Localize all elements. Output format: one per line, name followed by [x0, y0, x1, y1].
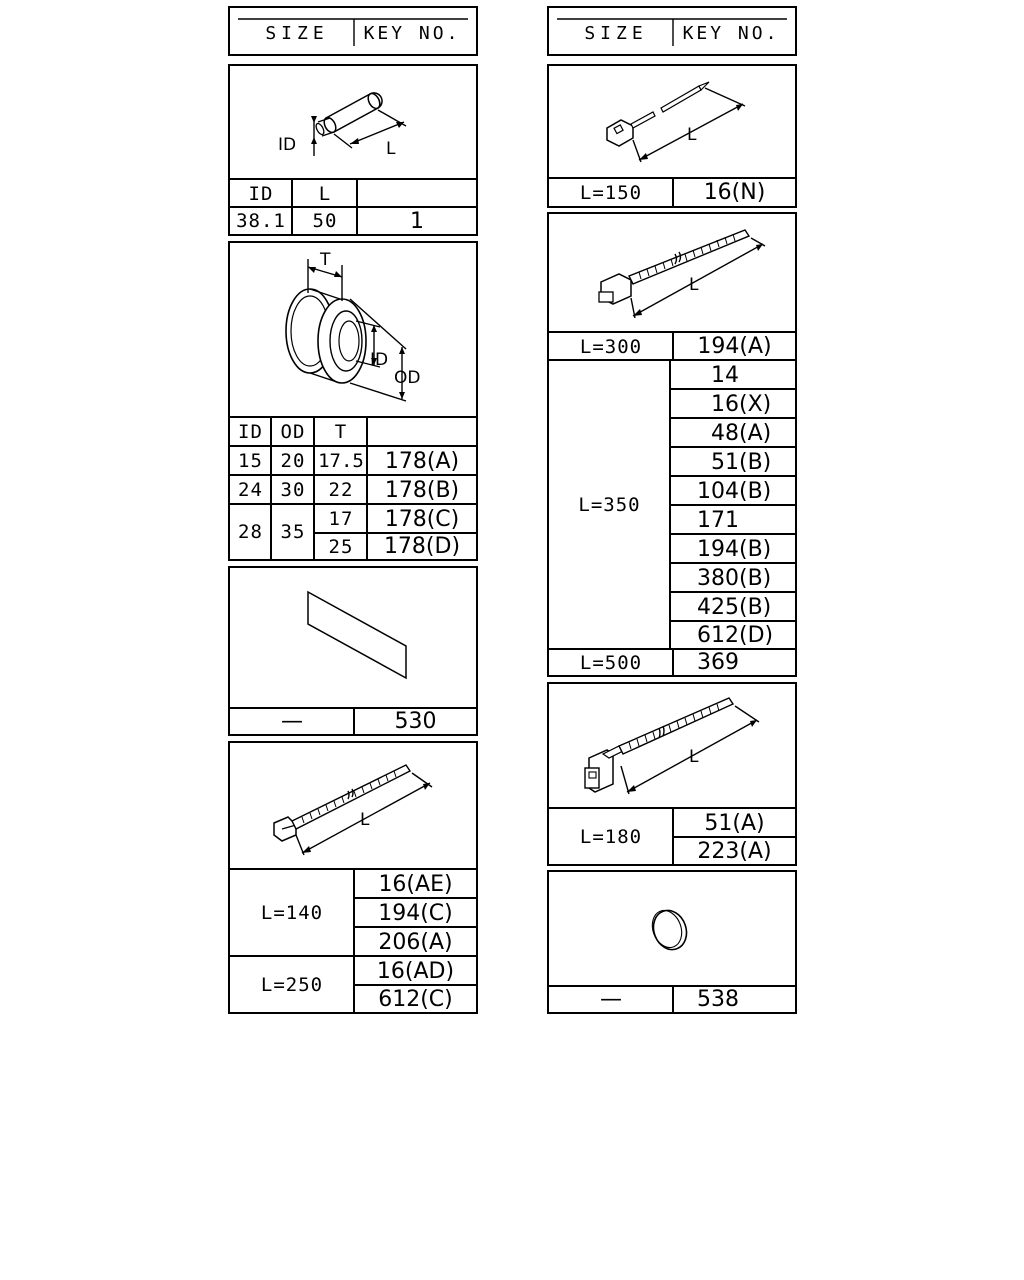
mount-band-key: 223(A)	[697, 838, 772, 864]
left-header-lines	[238, 18, 468, 46]
band-clip-size-140: L=140	[260, 902, 324, 924]
grommet-id-label: ID	[370, 350, 388, 370]
sheet-key: 530	[394, 709, 437, 734]
pipe-l-label: L	[386, 139, 396, 159]
right-header: SIZE KEY NO.	[547, 6, 797, 56]
band-clip-table-lines	[230, 868, 476, 1012]
grommet-row2-id: 24	[238, 479, 263, 501]
sheet-illustration	[307, 590, 407, 680]
band-key: 612(D)	[697, 623, 774, 648]
band-clip-illustration: L	[273, 764, 433, 856]
grommet-row4-key: 178(D)	[383, 534, 461, 559]
small-band-table-lines	[549, 177, 795, 206]
left-header-size: SIZE	[265, 22, 329, 44]
pipe-id-label: ID	[278, 135, 296, 155]
band-clip-key: 194(C)	[378, 900, 453, 926]
pipe-l-value: 50	[312, 210, 338, 232]
grommet-row3-key: 178(C)	[384, 506, 460, 532]
sheet-size: —	[281, 709, 303, 734]
band-clip-part-box: L L=140 16(AE) 194(C) 206(A) L=250 16(AD…	[228, 741, 478, 1014]
grommet-row3-od: 35	[280, 521, 306, 543]
band-size-500: L=500	[579, 651, 643, 674]
band-key: 380(B)	[697, 565, 772, 591]
band-part-box: L L=300 194(A) L=350 14 16(X) 48(A) 51(B…	[547, 212, 797, 677]
grommet-row1-t: 17.5	[318, 450, 364, 472]
grommet-table-lines	[230, 416, 476, 559]
band-table-lines	[549, 331, 795, 675]
small-band-size: L=150	[579, 181, 643, 204]
mount-band-table-lines	[549, 807, 795, 864]
band-clip-key: 16(AE)	[378, 871, 453, 897]
grommet-row1-od: 20	[280, 450, 306, 472]
band-key: 48(A)	[711, 420, 772, 446]
band-key: 194(A)	[697, 334, 772, 359]
band-key: 369	[697, 650, 739, 675]
pipe-part-box: ID L ID L 38.1 50 1	[228, 64, 478, 236]
band-clip-l-label: L	[360, 810, 370, 830]
mount-band-l-label: L	[689, 747, 699, 767]
pipe-col-l: L	[318, 182, 332, 205]
grommet-part-box: T ID OD ID OD T 15 20 17.5 178(A) 24 30 …	[228, 241, 478, 561]
band-clip-size-250: L=250	[260, 973, 324, 996]
small-band-l-label: L	[687, 125, 697, 145]
cap-table-lines	[549, 985, 795, 1012]
mount-band-size: L=180	[579, 825, 643, 848]
cap-key: 538	[697, 987, 739, 1012]
band-key: 14	[711, 362, 739, 388]
band-key: 425(B)	[697, 594, 772, 620]
grommet-row2-t: 22	[328, 479, 354, 501]
grommet-row1-id: 15	[238, 450, 263, 472]
pipe-illustration: ID L	[278, 92, 407, 159]
band-l-label: L	[689, 275, 699, 295]
pipe-table-lines	[230, 178, 476, 234]
grommet-col-key	[368, 418, 476, 446]
small-band-key: 16(N)	[703, 180, 766, 205]
band-size-300: L=300	[579, 335, 643, 358]
band-clip-key: 16(AD)	[376, 958, 455, 984]
grommet-row4-t: 25	[328, 535, 354, 558]
grommet-col-od: OD	[280, 421, 306, 443]
right-header-lines	[557, 18, 787, 46]
grommet-row3-id: 28	[238, 521, 263, 543]
band-key: 16(X)	[711, 391, 772, 417]
pipe-col-id: ID	[248, 182, 274, 205]
cap-size: —	[600, 987, 622, 1012]
band-illustration: L	[598, 229, 766, 319]
grommet-col-id: ID	[238, 421, 263, 443]
band-clip-key: 206(A)	[378, 929, 453, 955]
band-size-350: L=350	[578, 494, 641, 516]
band-clip-key: 612(C)	[378, 986, 453, 1012]
band-key: 194(B)	[697, 536, 772, 562]
sheet-part-box: — 530	[228, 566, 478, 736]
cap-illustration	[651, 909, 688, 951]
grommet-row2-od: 30	[280, 479, 306, 501]
pipe-key-value: 1	[410, 208, 424, 234]
small-band-part-box: L L=150 16(N)	[547, 64, 797, 208]
mount-band-part-box: L L=180 51(A) 223(A)	[547, 682, 797, 866]
grommet-illustration: T ID OD	[285, 250, 420, 402]
band-key: 104(B)	[697, 478, 772, 504]
cap-part-box: — 538	[547, 870, 797, 1014]
pipe-id-value: 38.1	[236, 210, 286, 232]
right-header-size: SIZE	[584, 22, 648, 44]
pipe-col-key	[358, 180, 476, 207]
small-band-illustration: L	[606, 81, 746, 163]
band-key: 171	[697, 507, 739, 533]
grommet-row3-t: 17	[328, 508, 354, 530]
mount-band-key: 51(A)	[704, 810, 765, 836]
left-header: SIZE KEY NO.	[228, 6, 478, 56]
band-key: 51(B)	[711, 449, 772, 475]
grommet-t-label: T	[319, 250, 331, 270]
grommet-row2-key: 178(B)	[384, 477, 460, 503]
sheet-table-lines	[230, 707, 476, 734]
right-header-key-no: KEY NO.	[682, 22, 780, 44]
grommet-od-label: OD	[394, 368, 420, 388]
mount-band-illustration: L	[584, 697, 760, 795]
grommet-row1-key: 178(A)	[384, 448, 460, 474]
left-header-key-no: KEY NO.	[363, 22, 461, 44]
grommet-col-t: T	[334, 421, 348, 443]
